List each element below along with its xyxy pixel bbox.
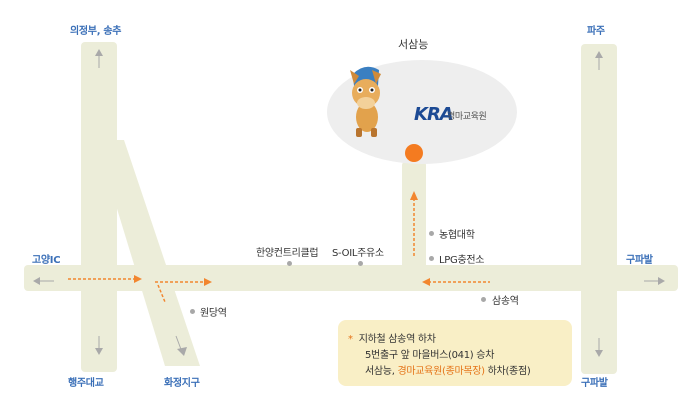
direction-goyang-ic: 고양IC — [32, 255, 61, 266]
horse-mascot-icon — [350, 66, 381, 137]
kra-logo: KRA — [414, 104, 454, 125]
landmark-samsong: 삼송역 — [492, 296, 519, 307]
main-road — [24, 265, 678, 291]
info-line-3: 서삼능, 경마교육원(종마목장) 하차(종점) — [365, 366, 531, 377]
directions-info-box: *지하철 삼송역 하차 5번출구 앞 마을버스(041) 승차 서삼능, 경마교… — [338, 320, 572, 386]
landmark-dot — [287, 261, 292, 266]
left-road — [81, 42, 117, 372]
direction-haengju: 행주대교 — [68, 378, 104, 389]
landmark-dot — [429, 231, 434, 236]
landmark-dot — [358, 261, 363, 266]
landmark-dot — [429, 256, 434, 261]
landmark-wondang: 원당역 — [200, 308, 227, 319]
landmark-dot — [190, 309, 195, 314]
landmark-lpg: LPG충전소 — [439, 255, 485, 266]
direction-hwajeong: 화정지구 — [164, 378, 200, 389]
info-line-1: *지하철 삼송역 하차 — [348, 334, 436, 345]
route-arrows — [68, 198, 490, 303]
destination-name: 경마교육원 — [447, 112, 487, 122]
diagonal-road — [96, 140, 200, 366]
info-line-2: 5번출구 앞 마을버스(041) 승차 — [365, 350, 495, 361]
right-road — [581, 44, 617, 374]
info-highlight: 경마교육원(종마목장) — [397, 366, 485, 377]
direction-paju: 파주 — [587, 26, 605, 37]
landmark-dot — [481, 297, 486, 302]
landmark-soil: S-OIL주유소 — [332, 248, 384, 259]
route-arrowheads — [134, 191, 430, 286]
landmark-country-club: 한양컨트리클럽 — [256, 248, 319, 259]
info-marker: * — [348, 334, 353, 345]
landmark-nonghyup: 농협대학 — [439, 230, 475, 241]
destination-marker-icon — [405, 144, 423, 162]
direction-uijeongbu: 의정부, 송추 — [70, 26, 122, 37]
destination-label: 서삼능 — [398, 38, 429, 51]
road-direction-arrows — [33, 49, 665, 357]
direction-gupabal-bottom: 구파발 — [581, 378, 608, 389]
direction-gupabal-right: 구파발 — [626, 255, 653, 266]
